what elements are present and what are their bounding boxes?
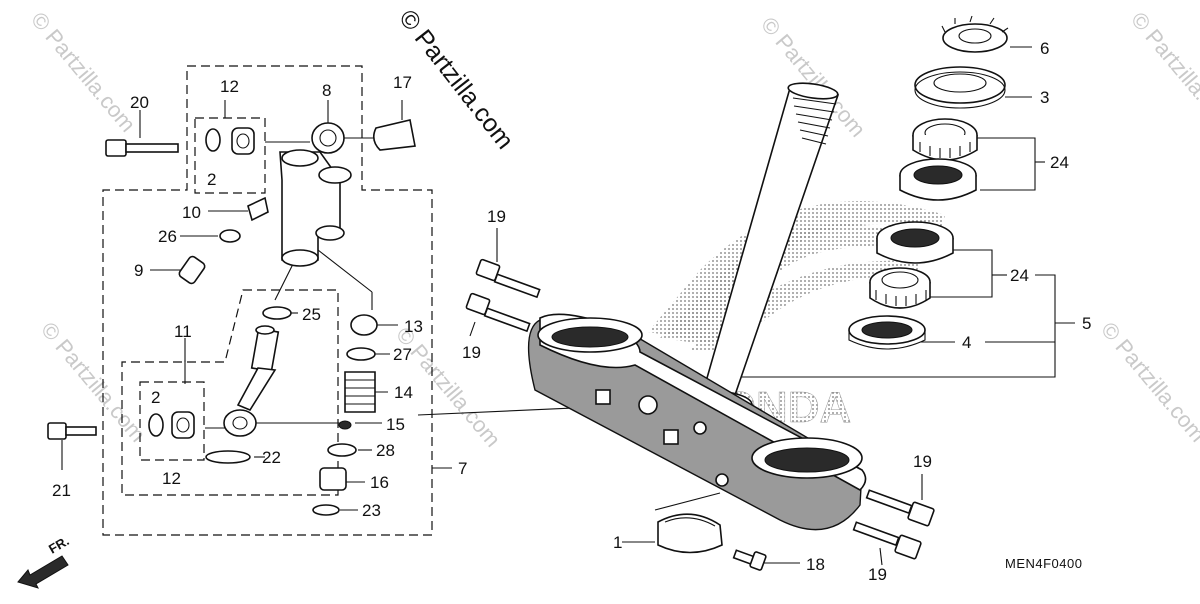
front-label: FR. xyxy=(46,533,72,556)
part-label-7[interactable]: 7 xyxy=(458,459,467,478)
part-label-10[interactable]: 10 xyxy=(182,203,201,222)
front-arrow: FR. xyxy=(17,533,72,589)
bolt-21 xyxy=(47,422,97,440)
part-label-19-d[interactable]: 19 xyxy=(868,565,887,584)
dust-seal xyxy=(914,66,1006,109)
part-label-25[interactable]: 25 xyxy=(302,305,321,324)
part-label-14[interactable]: 14 xyxy=(394,383,413,402)
part-label-17[interactable]: 17 xyxy=(393,73,412,92)
bolt-19-right-lower xyxy=(852,521,922,560)
diagram-code: MEN4F0400 xyxy=(1005,556,1082,571)
part-label-13[interactable]: 13 xyxy=(404,317,423,336)
part-labels: 1 2 2 3 4 5 6 7 8 9 10 11 12 12 13 14 15… xyxy=(52,39,1091,584)
lower-bearing xyxy=(869,221,954,309)
part-label-12-top[interactable]: 12 xyxy=(220,77,239,96)
watermark-text: © Partzilla.com xyxy=(1096,317,1200,447)
bolt-19-lower-left xyxy=(465,292,531,333)
part-label-24-lower[interactable]: 24 xyxy=(1010,266,1029,285)
part-label-23[interactable]: 23 xyxy=(362,501,381,520)
part-label-2-top[interactable]: 2 xyxy=(207,170,216,189)
assembly-box-12-top xyxy=(194,117,266,194)
part-label-8[interactable]: 8 xyxy=(322,81,331,100)
leader-lines xyxy=(61,46,1075,566)
assembly-box-7 xyxy=(102,65,433,536)
bolt-20 xyxy=(105,139,179,157)
bolt-19-upper xyxy=(475,258,541,299)
part-label-16[interactable]: 16 xyxy=(370,473,389,492)
part-label-24-upper[interactable]: 24 xyxy=(1050,153,1069,172)
handlebar-holder xyxy=(657,513,723,554)
bolts xyxy=(47,139,935,571)
part-label-1[interactable]: 1 xyxy=(613,533,622,552)
watermark-text: © Partzilla.com xyxy=(26,7,140,137)
part-label-11[interactable]: 11 xyxy=(174,322,192,341)
part-label-28[interactable]: 28 xyxy=(376,441,395,460)
part-label-3[interactable]: 3 xyxy=(1040,88,1049,107)
part-label-2-bottom[interactable]: 2 xyxy=(151,388,160,407)
assembly-box-12-bottom xyxy=(139,381,205,461)
part-label-21[interactable]: 21 xyxy=(52,481,71,500)
part-label-6[interactable]: 6 xyxy=(1040,39,1049,58)
part-label-19-b[interactable]: 19 xyxy=(462,343,481,362)
upper-bearing xyxy=(899,118,978,201)
steering-damper xyxy=(279,122,352,267)
part-label-9[interactable]: 9 xyxy=(134,261,143,280)
part-label-5[interactable]: 5 xyxy=(1082,314,1091,333)
part-label-19-c[interactable]: 19 xyxy=(913,452,932,471)
part-label-22[interactable]: 22 xyxy=(262,448,281,467)
small-parts xyxy=(148,119,416,516)
lock-nut xyxy=(941,15,1009,53)
lower-dust-seal xyxy=(848,315,926,350)
part-label-15[interactable]: 15 xyxy=(386,415,405,434)
watermark-text: © Partzilla.com xyxy=(1126,7,1200,137)
damper-rod xyxy=(223,325,280,437)
part-label-27[interactable]: 27 xyxy=(393,345,412,364)
part-label-20[interactable]: 20 xyxy=(130,93,149,112)
part-label-4[interactable]: 4 xyxy=(962,333,971,352)
part-label-18[interactable]: 18 xyxy=(806,555,825,574)
part-label-26[interactable]: 26 xyxy=(158,227,177,246)
part-label-12-bottom[interactable]: 12 xyxy=(162,469,181,488)
bottom-bridge xyxy=(527,313,867,531)
part-label-19-a[interactable]: 19 xyxy=(487,207,506,226)
bolt-19-right-upper xyxy=(865,489,935,527)
bolt-18 xyxy=(732,549,767,571)
